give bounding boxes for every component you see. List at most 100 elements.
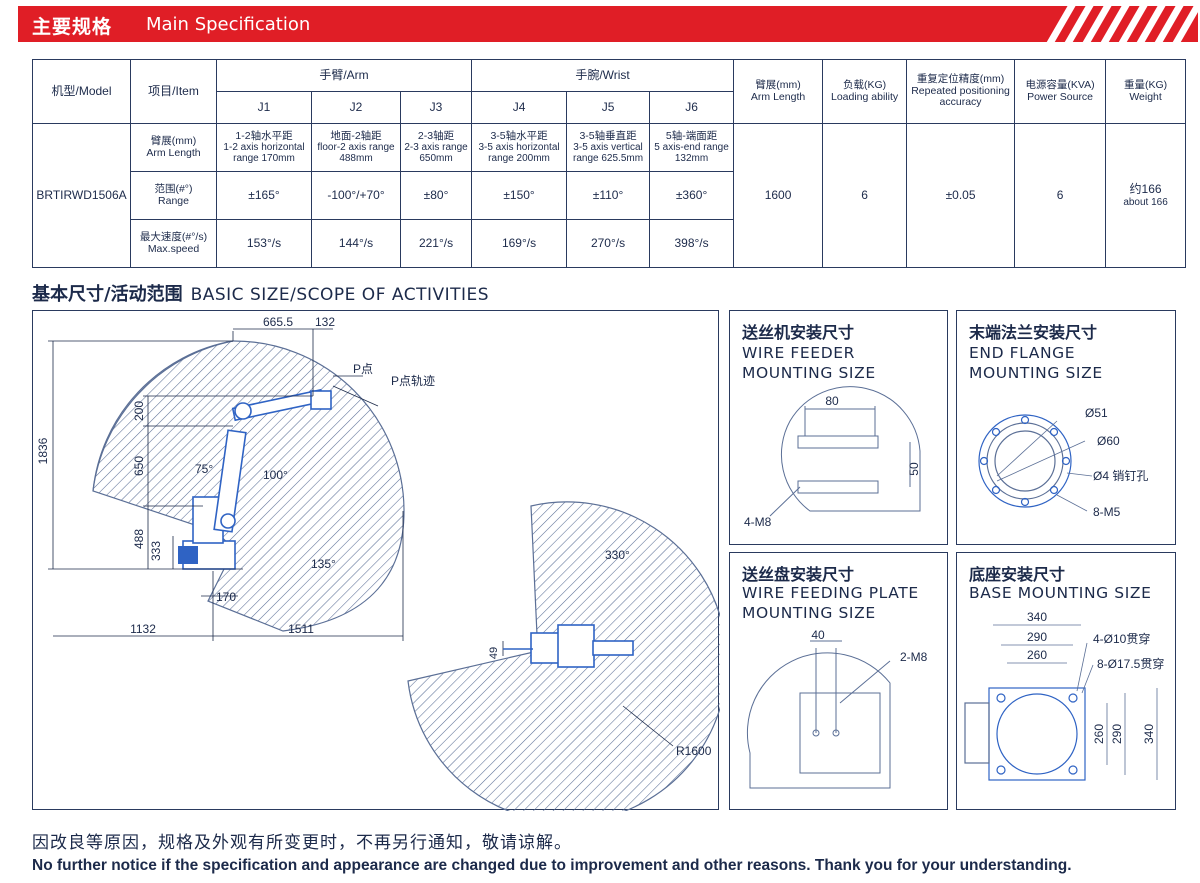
header-weight: 重量(KG)Weight	[1105, 59, 1187, 124]
dimension-lines	[48, 328, 674, 747]
dim-333: 333	[149, 541, 163, 561]
header-banner: 主要规格 Main Specification	[0, 0, 1200, 50]
wire-feeder-sub1: WIRE FEEDER	[742, 344, 855, 362]
dim-1836: 1836	[36, 437, 50, 464]
angle-75: 75°	[195, 462, 213, 476]
side-view-envelope	[92, 340, 405, 632]
dim-200: 200	[132, 401, 146, 421]
range-j4: ±150°	[471, 171, 568, 220]
axis-j4: J4	[471, 91, 568, 124]
dim-r1600: R1600	[676, 744, 712, 758]
header-red-bar	[18, 6, 1198, 42]
header-arm-length: 臂展(mm)Arm Length	[733, 59, 824, 124]
range-j2: -100°/+70°	[311, 171, 401, 220]
axis-j1: J1	[216, 91, 312, 124]
base-drawing: 340 290 260 260 290 340 4-Ø10贯穿 8-Ø17.5贯…	[964, 610, 1164, 781]
angle-100: 100°	[263, 468, 288, 482]
base-holes-17-5: 8-Ø17.5贯穿	[1097, 656, 1164, 671]
main-drawing-panel: 665.5 132 1836 200 650 488 333 170 1132 …	[32, 310, 728, 823]
speed-j2: 144°/s	[311, 219, 401, 268]
end-flange-d60: Ø60	[1097, 434, 1120, 448]
wire-feeder-title: 送丝机安装尺寸	[742, 323, 855, 342]
robot-top-view	[503, 624, 634, 668]
axis-j3: J3	[399, 91, 473, 124]
dim-170: 170	[216, 590, 236, 604]
footer-note-cn: 因改良等原因，规格及外观有所变更时，不再另行通知，敬请谅解。	[32, 833, 572, 853]
header-item: 项目/Item	[130, 59, 217, 124]
end-flange-title: 末端法兰安装尺寸	[969, 323, 1098, 342]
dim-665-5: 665.5	[263, 315, 293, 329]
dim-1511: 1511	[288, 622, 314, 636]
speed-j3: 221°/s	[399, 219, 473, 268]
dim-49: 49	[488, 647, 500, 659]
wire-plate-sub1: WIRE FEEDING PLATE	[742, 584, 919, 602]
base-d290-top: 290	[1027, 630, 1047, 644]
header-title-cn: 主要规格	[32, 16, 113, 38]
speed-j4: 169°/s	[471, 219, 568, 268]
range-j1: ±165°	[216, 171, 312, 220]
wire-feeder-panel: 送丝机安装尺寸 WIRE FEEDER MOUNTING SIZE 80 50 …	[729, 310, 948, 545]
dim-132: 132	[315, 315, 335, 329]
label-p-point: P点	[353, 362, 373, 376]
wire-plate-panel: 送丝盘安装尺寸 WIRE FEEDING PLATE MOUNTING SIZE…	[729, 552, 948, 810]
header-wrist-group: 手腕/Wrist	[471, 59, 735, 92]
wire-plate-drawing: 40 2-M8	[746, 628, 928, 789]
value-load: 6	[822, 123, 908, 268]
header-title-en: Main Specification	[146, 14, 311, 35]
end-flange-m5: 8-M5	[1093, 505, 1121, 519]
base-holes-10: 4-Ø10贯穿	[1093, 631, 1150, 646]
header-load: 负载(KG)Loading ability	[822, 59, 908, 124]
dim-650: 650	[132, 456, 146, 476]
axis-j5: J5	[566, 91, 651, 124]
model-name: BRTIRWD1506A	[32, 123, 131, 268]
wire-feeder-dim-50: 50	[907, 462, 921, 476]
header-power: 电源容量(KVA)Power Source	[1014, 59, 1107, 124]
robot-side-view	[178, 388, 332, 570]
speed-j1: 153°/s	[216, 219, 312, 268]
row-arm-label: 臂展(mm)Arm Length	[130, 123, 217, 172]
base-title: 底座安装尺寸	[969, 565, 1066, 584]
value-repeat: ±0.05	[906, 123, 1016, 268]
axis-j2: J2	[311, 91, 401, 124]
wire-plate-sub2: MOUNTING SIZE	[742, 604, 876, 622]
label-p-track: P点轨迹	[391, 374, 435, 388]
footer-note-en: No further notice if the specification a…	[32, 857, 1072, 874]
row-speed-label: 最大速度(#°/s)Max.speed	[130, 219, 217, 268]
base-d260-side: 260	[1092, 724, 1106, 744]
range-j3: ±80°	[399, 171, 473, 220]
value-arm-length: 1600	[733, 123, 824, 268]
header-stripe-decoration	[1040, 6, 1200, 42]
end-flange-pin: Ø4 销钉孔	[1093, 469, 1148, 483]
wire-plate-d40: 40	[811, 628, 825, 642]
base-d290-side: 290	[1110, 724, 1124, 744]
base-d340-side: 340	[1142, 724, 1156, 744]
base-d340-top: 340	[1027, 610, 1047, 624]
wire-feeder-m8: 4-M8	[744, 515, 772, 529]
wire-feeder-dim-80: 80	[825, 394, 839, 408]
end-flange-d51: Ø51	[1085, 406, 1108, 420]
axis-j6: J6	[649, 91, 735, 124]
base-d260-top: 260	[1027, 648, 1047, 662]
end-flange-panel: 末端法兰安装尺寸 END FLANGE MOUNTING SIZE Ø51 Ø6…	[956, 310, 1176, 545]
angle-330: 330°	[605, 548, 630, 562]
header-arm-group: 手臂/Arm	[215, 59, 473, 92]
row-range-label: 范围(#°)Range	[130, 171, 217, 220]
range-j6: ±360°	[649, 171, 735, 220]
wire-plate-title: 送丝盘安装尺寸	[742, 565, 855, 584]
end-flange-drawing: Ø51 Ø60 Ø4 销钉孔 8-M5	[978, 406, 1148, 519]
wire-feeder-sub2: MOUNTING SIZE	[742, 364, 876, 382]
workspace-drawing: 665.5 132 1836 200 650 488 333 170 1132 …	[36, 315, 728, 823]
base-panel: 底座安装尺寸 BASE MOUNTING SIZE 340 290 260 26…	[956, 552, 1176, 810]
value-power: 6	[1014, 123, 1107, 268]
speed-j6: 398°/s	[649, 219, 735, 268]
angle-135: 135°	[311, 557, 336, 571]
header-model: 机型/Model	[32, 59, 131, 124]
